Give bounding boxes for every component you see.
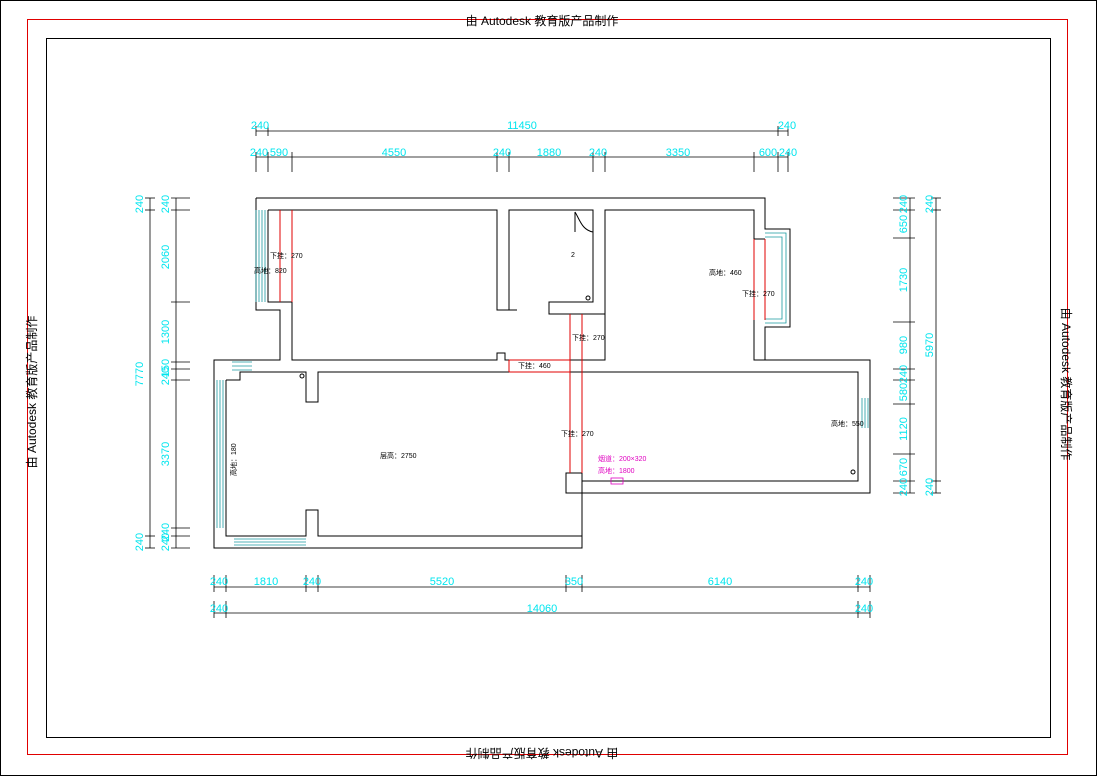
annotations: 下挂：270 高地：820 2 高地：460 下挂：270 下挂：270 下挂：… [229,251,864,476]
pipe-icon [585,295,591,301]
watermark-bottom: 由 Autodesk 教育版产品制作 [466,746,619,761]
dim-top-d-4550: 4550 [382,147,406,159]
dim-bottom-d-5520: 5520 [430,576,454,588]
dim-right-240-bottom: 240 [924,478,936,496]
dim-top-d-600: 600 [759,147,777,159]
windows [216,210,869,546]
dim-top-240-right: 240 [778,120,796,132]
dim-left-7770: 7770 [134,362,146,386]
note-sill-550: 高地：550 [831,419,864,428]
left-dimension-detail: 240 2060 1300 150 240 3370 240 240 [160,195,190,551]
watermark-top: 由 Autodesk 教育版产品制作 [466,13,619,28]
dim-bottom-d-240: 240 [210,576,228,588]
note-sill-820: 高地：820 [254,266,287,275]
dim-bottom-240-left: 240 [210,603,228,615]
dim-left-240-top: 240 [134,195,146,213]
note-beam-270-d: 下挂：270 [561,429,594,438]
watermark-right: 由 Autodesk 教育版产品制作 [1059,308,1074,461]
top-dimension-detail: 240 590 4550 240 1880 240 3350 600 240 [250,147,797,172]
note-beam-270-c: 下挂：270 [572,333,605,342]
dim-left-d-3370: 3370 [160,442,172,466]
plot-area-border [27,19,1068,755]
dim-right-d-240c: 240 [898,478,910,496]
pipe-icon [850,469,856,475]
note-sill-180: 高地：180 [229,443,238,476]
dim-right-240-top: 240 [924,195,936,213]
dim-right-d-240: 240 [898,195,910,213]
note-beam-460: 下挂：460 [518,361,551,370]
dim-right-d-670: 670 [898,458,910,476]
dim-right-d-1120: 1120 [898,417,910,441]
drawing-frame [46,38,1051,738]
bottom-dimension-detail: 240 1810 240 5520 350 6140 240 [210,575,873,592]
dim-left-d-240c: 240 [160,523,172,541]
fixtures [299,211,856,485]
watermark-left: 由 Autodesk 教育版产品制作 [24,316,39,469]
dim-top-d-240c: 240 [589,147,607,159]
dim-left-d-2060: 2060 [160,245,172,269]
note-small-mark: 2 [571,252,575,259]
dim-bottom-240-right: 240 [855,603,873,615]
dim-right-d-980: 980 [898,336,910,354]
note-duct-size: 烟道：200×320 [598,454,647,463]
dim-bottom-14060: 14060 [527,603,558,615]
dim-right-d-580: 580 [898,383,910,401]
top-dimension-overall: 240 11450 240 [251,120,796,136]
dim-bottom-d-240c: 240 [855,576,873,588]
dim-right-d-650: 650 [898,215,910,233]
range-hood-icon [610,477,624,485]
left-dimension-overall: 240 7770 240 [134,195,155,551]
beam-lines [279,210,766,473]
pipe-icon [299,373,305,379]
dim-left-d-240d: 240 [160,533,172,551]
dim-right-5970: 5970 [924,333,936,357]
dim-top-d-240d: 240 [779,147,797,159]
dim-bottom-d-1810: 1810 [254,576,278,588]
dim-right-d-240b: 240 [898,365,910,383]
dim-bottom-d-6140: 6140 [708,576,732,588]
dim-bottom-d-240b: 240 [303,576,321,588]
note-beam-270-a: 下挂：270 [270,251,303,260]
dim-left-d-1300: 1300 [160,320,172,344]
dim-left-d-240: 240 [160,195,172,213]
note-height-2750: 层高：2750 [380,451,417,460]
dim-right-d-1730: 1730 [898,268,910,292]
dim-top-d-3350: 3350 [666,147,690,159]
note-beam-270-b: 下挂：270 [742,289,775,298]
dim-top-d-1880: 1880 [537,147,561,159]
note-duct-height: 高地：1800 [598,466,635,475]
dim-left-d-240b: 240 [160,367,172,385]
dim-left-d-150: 150 [160,359,172,377]
right-dimension-detail: 240 650 1730 980 240 580 1120 670 240 [893,195,915,496]
dim-top-d-240b: 240 [493,147,511,159]
dim-left-240-bottom: 240 [134,533,146,551]
dim-top-d-240: 240 [250,147,268,159]
dim-top-11450: 11450 [507,120,537,132]
dim-top-240-left: 240 [251,120,269,132]
exterior-walls [213,197,871,549]
right-dimension-overall: 240 5970 240 [924,195,941,496]
dim-bottom-d-350: 350 [565,576,583,588]
dim-top-d-590: 590 [270,147,288,159]
bottom-dimension-overall: 240 14060 240 [210,601,873,618]
note-sill-460: 高地：460 [709,268,742,277]
